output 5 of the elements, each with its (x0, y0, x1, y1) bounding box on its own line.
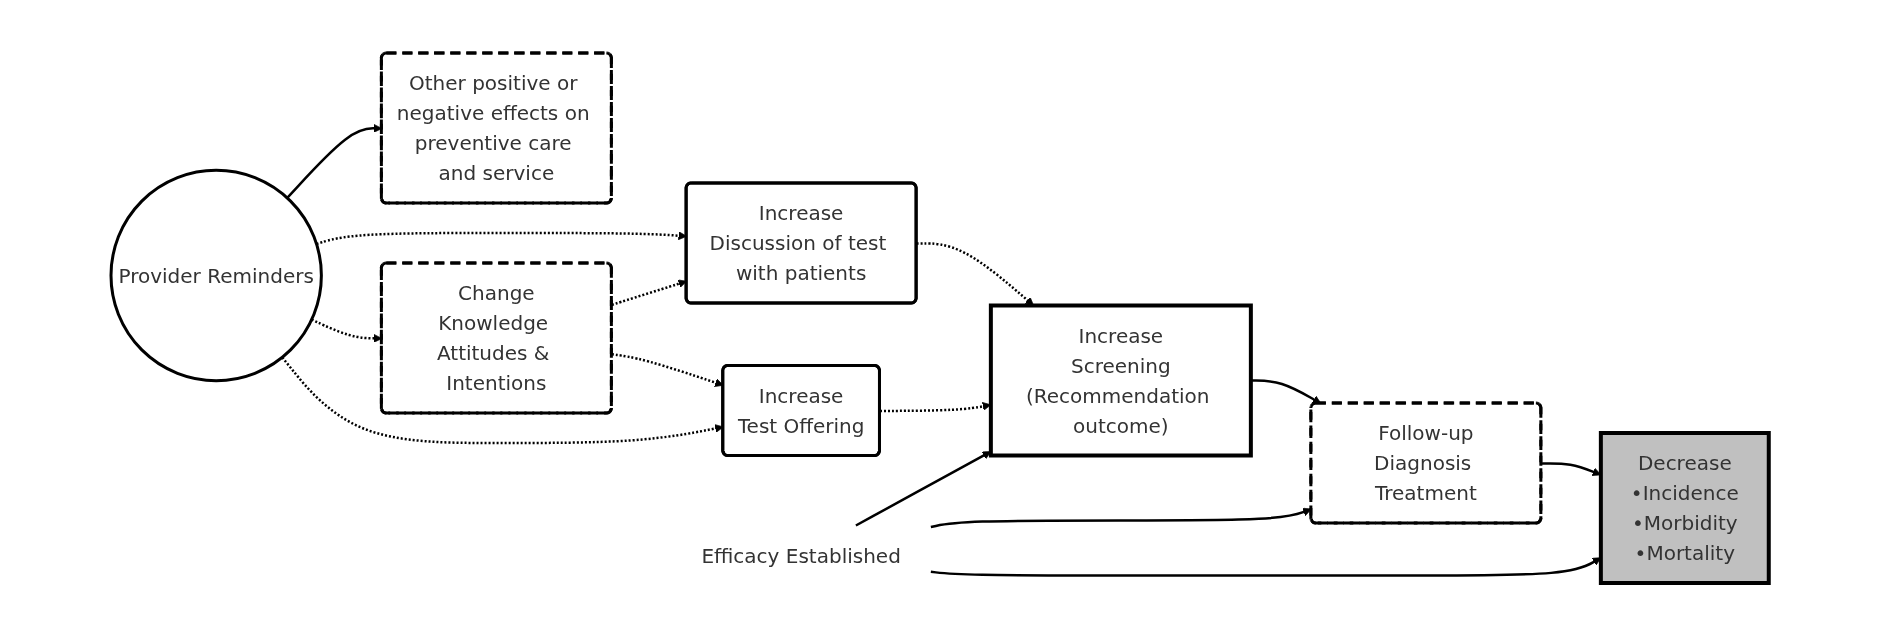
arrow (855, 451, 992, 527)
node-text: Efficacy Established (701, 543, 901, 568)
node-circle: Provider Reminders (109, 169, 323, 383)
node-box: Increase Screening (Recommendation outcome) (988, 303, 1253, 458)
node-box: Decrease •Incidence •Morbidity •Mortality (1598, 431, 1771, 586)
